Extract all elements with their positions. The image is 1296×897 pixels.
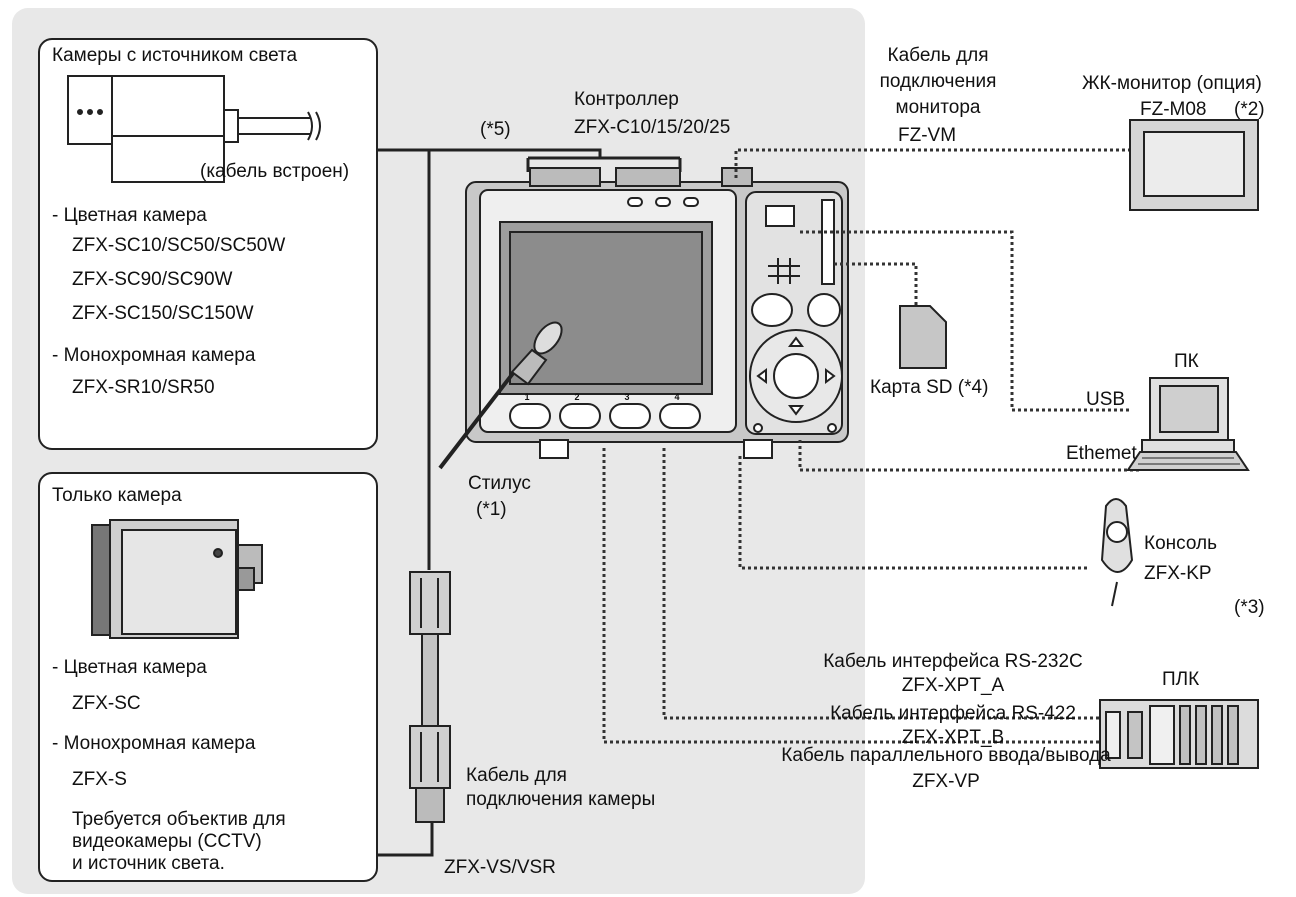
controller-button-3: 3 — [624, 392, 629, 402]
camera-light-cable-note: (кабель встроен) — [200, 161, 350, 182]
camera-only-note-line-3: и источник света. — [72, 853, 225, 874]
parallel-cable-model: ZFX-VP — [912, 771, 980, 792]
lcd-monitor-note: (*2) — [1234, 99, 1265, 120]
camera-light-mono-model: ZFX-SR10/SR50 — [72, 377, 215, 398]
plc-icon — [1099, 699, 1259, 769]
camera-only-mono-model: ZFX-S — [72, 769, 127, 790]
pc-ethernet-label: Ethemet — [1066, 443, 1137, 464]
console-note: (*3) — [1234, 597, 1265, 618]
rs232c-cable-model: ZFX-XPT_A — [901, 675, 1005, 696]
camera-cable-title-line-1: Кабель для — [466, 765, 567, 786]
camera-light-mono-label: - Монохромная камера — [52, 345, 256, 366]
camera-trunk-lines — [376, 148, 682, 857]
controller-button-2: 2 — [574, 392, 579, 402]
controller-button-4: 4 — [674, 392, 679, 402]
monitor-cable-model: FZ-VM — [898, 125, 957, 146]
camera-only-color-label: - Цветная камера — [52, 657, 207, 678]
sd-card-title: Карта SD (*4) — [870, 377, 989, 398]
pc-title: ПК — [1174, 351, 1199, 372]
camera-only-title: Только камера — [52, 485, 182, 506]
controller-model: ZFX-C10/15/20/25 — [574, 117, 731, 138]
camera-light-color-model-1: ZFX-SC10/SC50/SC50W — [72, 235, 286, 256]
camera-with-light-icon-overlay — [67, 75, 321, 183]
camera-light-title: Камеры с источником света — [52, 45, 298, 66]
monitor-cable-title-line-3: монитора — [895, 97, 981, 118]
stylus-icon — [438, 321, 563, 470]
controller-button-numbers: 1 2 3 4 — [524, 392, 679, 402]
camera-light-color-model-2: ZFX-SC90/SC90W — [72, 269, 233, 290]
plc-title: ПЛК — [1162, 669, 1200, 690]
lcd-monitor-title: ЖК-монитор (опция) — [1082, 73, 1262, 94]
camera-only-icon-overlay — [91, 519, 263, 639]
camera-cable-model: ZFX-VS/VSR — [444, 857, 556, 878]
lcd-monitor-model: FZ-M08 — [1140, 99, 1207, 120]
controller-device — [465, 167, 849, 459]
controller-title: Контроллер — [574, 89, 679, 110]
console-model: ZFX-KP — [1144, 563, 1212, 584]
monitor-cable-title-line-2: подключения — [879, 71, 997, 92]
controller-note: (*5) — [480, 119, 511, 140]
camera-only-note-line-2: видеокамеры (CCTV) — [72, 831, 262, 852]
stylus-title: Стилус — [468, 473, 531, 494]
sd-card-icon — [899, 305, 947, 369]
pc-icon — [1126, 377, 1250, 471]
rs422-cable-model: ZFX-XPT_B — [901, 727, 1005, 748]
camera-light-color-model-3: ZFX-SC150/SC150W — [72, 303, 254, 324]
lcd-monitor-icon — [1129, 119, 1259, 211]
camera-only-note-line-1: Требуется объектив для — [72, 809, 286, 830]
camera-cable-title-line-2: подключения камеры — [466, 789, 656, 810]
camera-light-color-label: - Цветная камера — [52, 205, 207, 226]
monitor-cable-title-line-1: Кабель для — [887, 45, 989, 66]
console-title: Консоль — [1144, 533, 1217, 554]
rs422-cable-label: Кабель интерфейса RS-422 — [830, 703, 1076, 724]
console-icon — [1100, 498, 1134, 607]
pc-usb-label: USB — [1086, 389, 1126, 410]
camera-only-mono-label: - Монохромная камера — [52, 733, 256, 754]
dotted-connections — [602, 148, 1140, 744]
camera-cable-icon — [409, 571, 451, 823]
rs232c-cable-label: Кабель интерфейса RS-232C — [823, 651, 1083, 672]
parallel-cable-label: Кабель параллельного ввода/вывода — [781, 745, 1111, 766]
controller-button-1: 1 — [524, 392, 529, 402]
camera-only-color-model: ZFX-SC — [72, 693, 141, 714]
stylus-note: (*1) — [476, 499, 507, 520]
